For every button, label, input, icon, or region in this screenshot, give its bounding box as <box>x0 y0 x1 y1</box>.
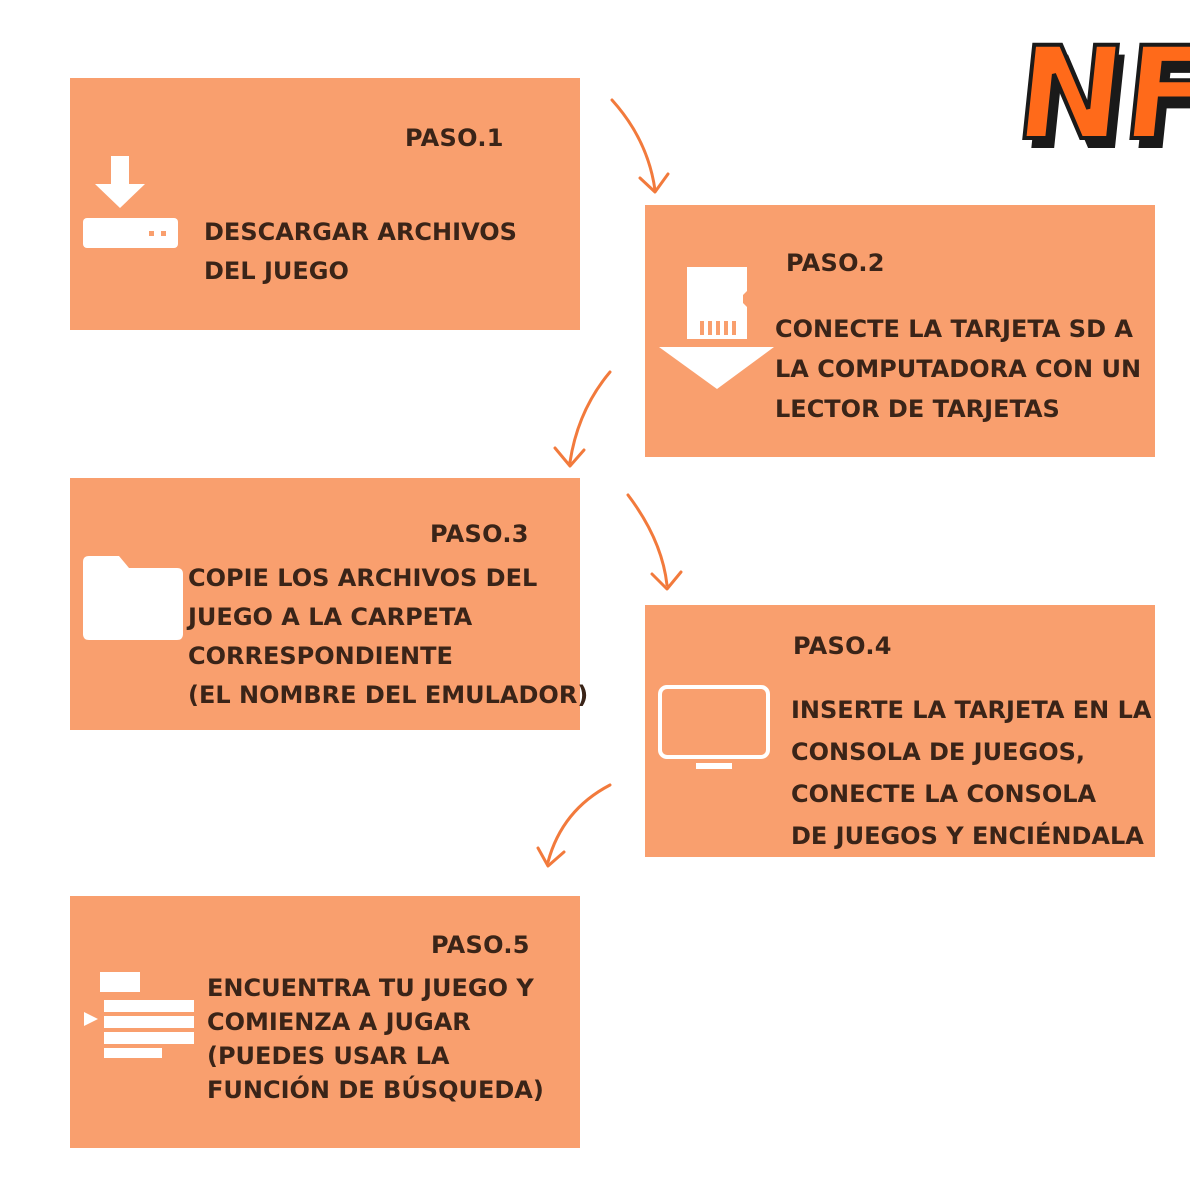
arrow-step3-to-step4 <box>626 493 683 591</box>
arrow-step4-to-step5 <box>536 783 612 868</box>
folder-icon <box>83 556 183 640</box>
monitor-icon <box>658 685 770 769</box>
step-text-4: INSERTE LA TARJETA EN LA CONSOLA DE JUEG… <box>791 696 1152 850</box>
step-card-1: PASO.1 DESCARGAR ARCHIVOS DEL JUEGO <box>70 78 580 330</box>
step-label-5: PASO.5 <box>431 931 530 959</box>
download-drive-icon <box>83 156 178 248</box>
nf-logo: NF NF <box>1010 30 1190 160</box>
step-text-2: CONECTE LA TARJETA SD A LA COMPUTADORA C… <box>775 315 1142 423</box>
game-list-icon <box>84 972 194 1058</box>
step-text-3: COPIE LOS ARCHIVOS DEL JUEGO A LA CARPET… <box>188 564 589 709</box>
step-text-1: DESCARGAR ARCHIVOS DEL JUEGO <box>204 218 517 285</box>
step-label-1: PASO.1 <box>405 124 504 152</box>
step-card-4: PASO.4 INSERTE LA TARJETA EN LA CONSOLA … <box>645 605 1155 857</box>
sd-card-icon <box>659 267 774 389</box>
step-label-3: PASO.3 <box>430 520 529 548</box>
step-card-2: PASO.2 CONECTE LA TARJETA SD A LA COMPUT… <box>645 205 1155 457</box>
arrow-step2-to-step3 <box>553 370 612 468</box>
step-text-5: ENCUENTRA TU JUEGO Y COMIENZA A JUGAR (P… <box>207 974 544 1104</box>
svg-text:NF: NF <box>1016 30 1190 160</box>
step-label-4: PASO.4 <box>793 632 892 660</box>
arrow-step1-to-step2 <box>610 98 670 194</box>
step-card-3: PASO.3 COPIE LOS ARCHIVOS DEL JUEGO A LA… <box>70 478 588 730</box>
step-card-5: PASO.5 ENCUENTRA TU JUEGO Y COMIENZA A J… <box>70 896 580 1148</box>
step-label-2: PASO.2 <box>786 249 885 277</box>
svg-text:NF: NF <box>1010 30 1190 160</box>
